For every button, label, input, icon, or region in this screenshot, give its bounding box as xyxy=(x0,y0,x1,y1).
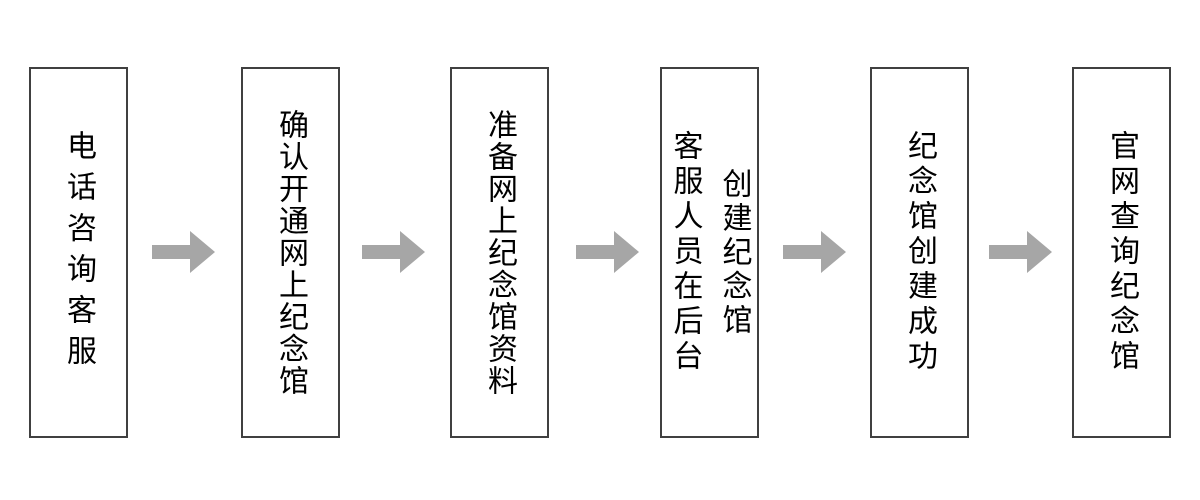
flow-step-4-label-line-2: 创建纪念馆 xyxy=(717,167,751,338)
arrow-right-icon xyxy=(783,231,846,273)
arrow-right-icon xyxy=(989,231,1052,273)
flow-step-6: 官网查询纪念馆 xyxy=(1072,67,1171,438)
arrow-right-icon xyxy=(152,231,215,273)
arrow-right-icon xyxy=(576,231,639,273)
flow-step-5-label: 纪念馆创建成功 xyxy=(903,130,936,375)
flow-step-5: 纪念馆创建成功 xyxy=(870,67,969,438)
flow-step-6-label: 官网查询纪念馆 xyxy=(1105,130,1138,375)
arrow-right-icon xyxy=(362,231,425,273)
flow-step-4-label-line-1: 客服人员在后台 xyxy=(668,130,702,375)
flow-step-3-label: 准备网上纪念馆资料 xyxy=(483,108,516,397)
flow-step-2: 确认开通网上纪念馆 xyxy=(241,67,340,438)
flow-step-1: 电话咨询客服 xyxy=(29,67,128,438)
flow-step-2-label: 确认开通网上纪念馆 xyxy=(274,108,307,397)
flow-step-4: 客服人员在后台 创建纪念馆 xyxy=(660,67,759,438)
flow-step-3: 准备网上纪念馆资料 xyxy=(450,67,549,438)
flow-step-1-label: 电话咨询客服 xyxy=(62,129,95,376)
